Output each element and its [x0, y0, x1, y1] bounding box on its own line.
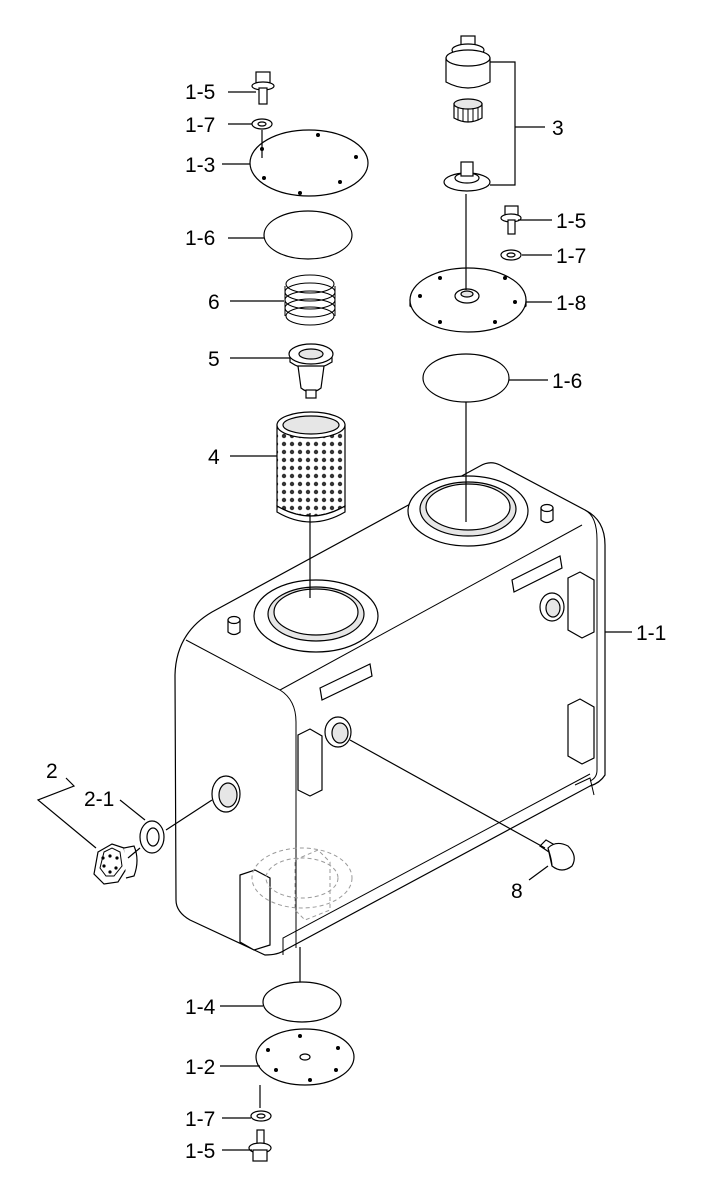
cover-1-3	[249, 129, 369, 197]
label-spring-6: 6	[208, 291, 220, 314]
label-seal-1-6-left: 1-6	[185, 227, 215, 250]
label-cover-1-3: 1-3	[185, 154, 215, 177]
strainer-4	[276, 411, 346, 523]
label-cover-1-2: 1-2	[185, 1056, 215, 1079]
breather-seal-2-1	[139, 820, 165, 854]
label-strainer-4: 4	[208, 446, 220, 469]
hydraulic-tank	[174, 462, 606, 956]
seal-1-6-left	[263, 210, 353, 260]
label-group-2: 2	[46, 760, 58, 783]
seal-1-4	[262, 981, 342, 1023]
label-breather-3: 3	[552, 117, 564, 140]
washer-1-7-top-right	[500, 249, 522, 261]
bolt-1-5-top-left	[251, 71, 275, 105]
label-tank-1-1: 1-1	[636, 622, 666, 645]
label-bolt-1-5-top-right: 1-5	[556, 210, 586, 233]
label-seal-2-1: 2-1	[84, 788, 114, 811]
label-washer-1-7-top-right: 1-7	[556, 245, 586, 268]
callout-labels: 1-5 1-7 1-3 1-6 6 5 4 2 2-1 1-4 1-2 1-7 …	[46, 81, 666, 1163]
label-plug-8: 8	[511, 880, 523, 903]
breather-3	[443, 35, 491, 192]
valve-5	[288, 343, 334, 399]
label-washer-1-7-bottom: 1-7	[185, 1108, 215, 1131]
label-bolt-1-5-bottom: 1-5	[185, 1140, 215, 1163]
label-seal-1-6-right: 1-6	[552, 370, 582, 393]
label-washer-1-7-top-left: 1-7	[185, 114, 215, 137]
bolt-1-5-bottom	[248, 1129, 272, 1162]
bolt-1-5-top-right	[500, 205, 522, 235]
plug-8	[539, 839, 575, 871]
breather-plug-2	[93, 843, 138, 885]
washer-1-7-bottom	[250, 1110, 272, 1122]
cover-1-2	[255, 1028, 355, 1086]
washer-1-7-top-left	[251, 118, 273, 130]
label-cover-1-8: 1-8	[556, 292, 586, 315]
leader-lines	[36, 61, 632, 1151]
spring-6	[284, 274, 336, 326]
label-seal-1-4: 1-4	[185, 996, 216, 1019]
cover-1-8	[409, 267, 527, 333]
seal-1-6-right	[422, 353, 510, 403]
label-bolt-1-5-top-left: 1-5	[185, 81, 215, 104]
label-valve-5: 5	[208, 348, 220, 371]
